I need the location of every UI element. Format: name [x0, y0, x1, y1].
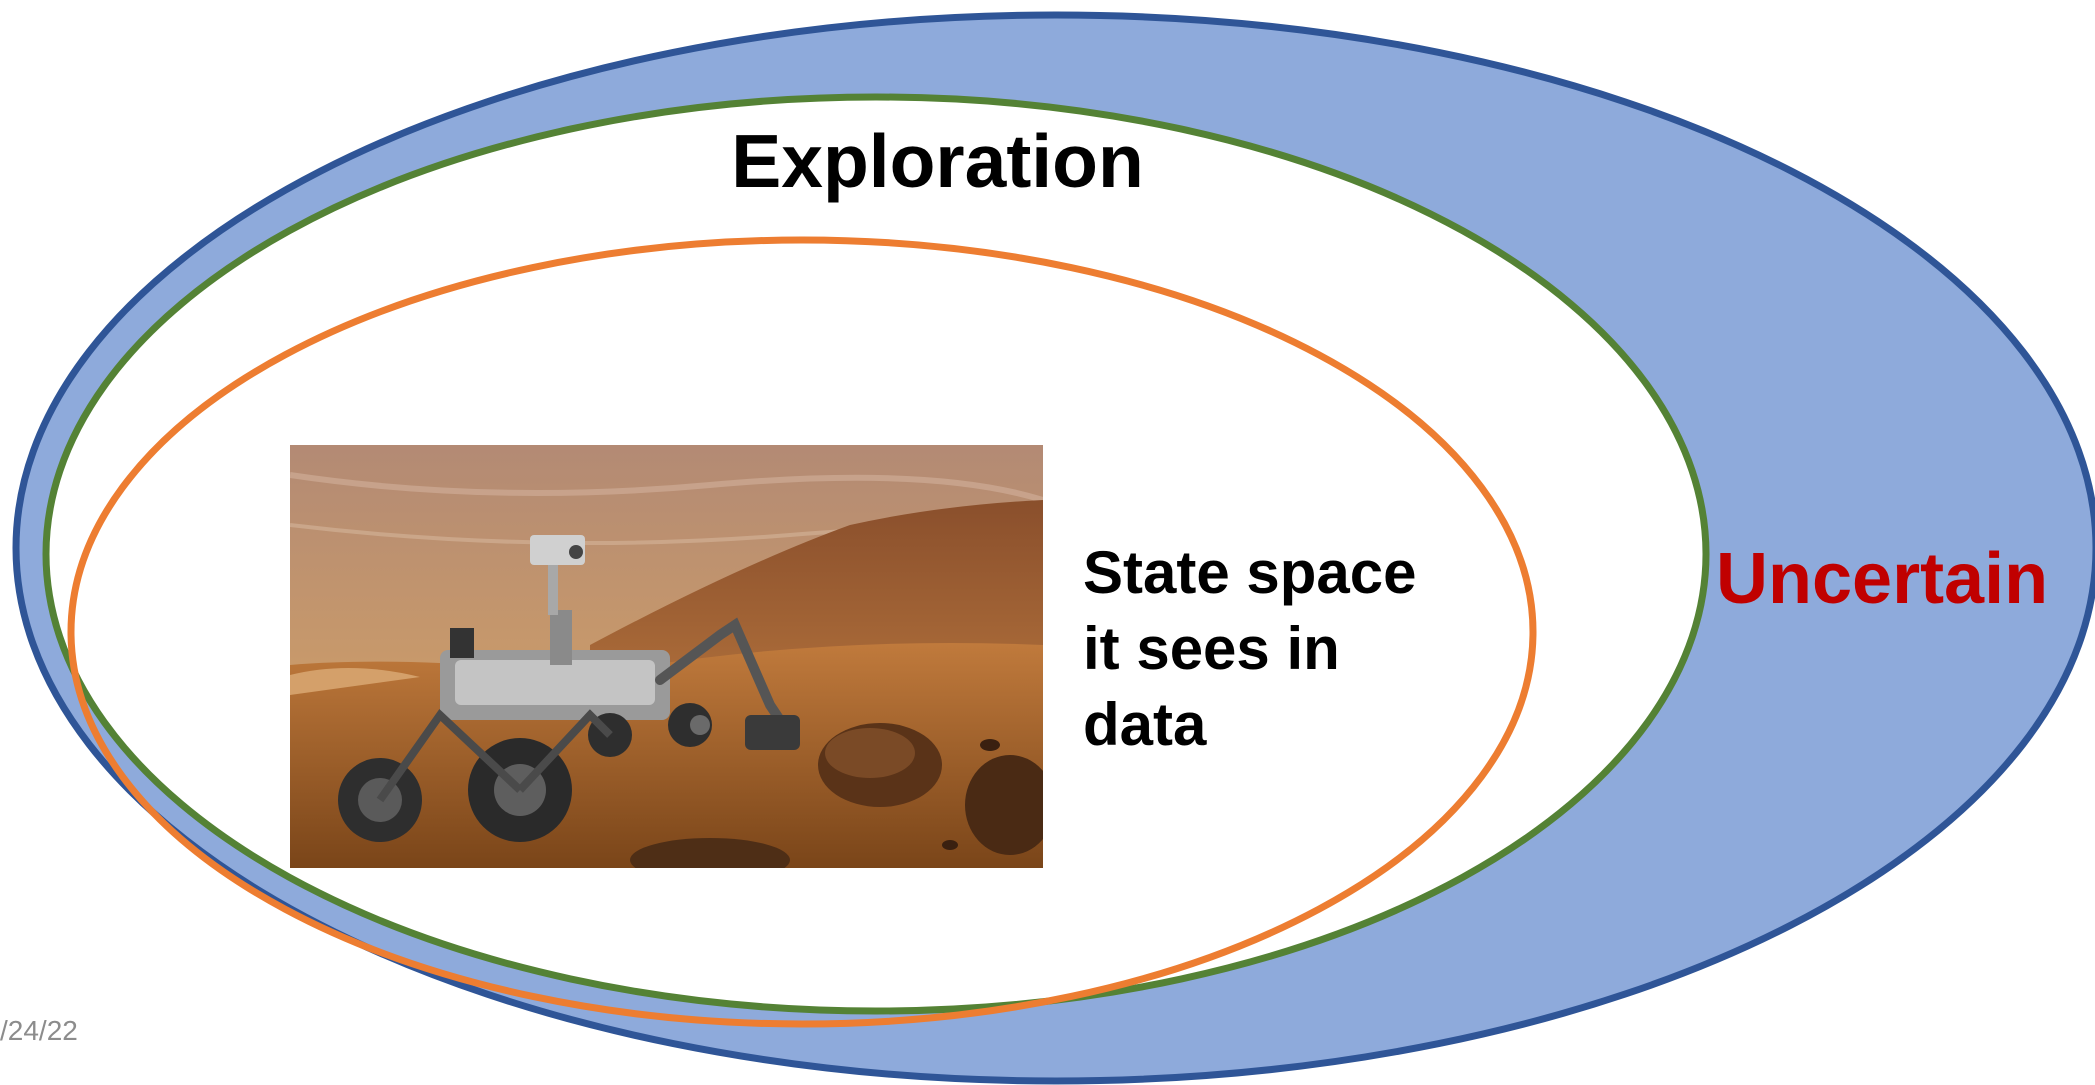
state-space-label-line-2: it sees in	[1083, 615, 1340, 682]
slide-date: /24/22	[0, 1015, 78, 1046]
state-space-label-line-3: data	[1083, 691, 1207, 758]
exploration-label: Exploration	[731, 119, 1144, 203]
state-space-region	[67, 236, 1537, 1028]
state-space-label-line-1: State space	[1083, 539, 1417, 606]
uncertain-label: Uncertain	[1716, 539, 2049, 619]
state-space-label: State space it sees in data	[1083, 535, 1417, 763]
mars-rover-photo	[290, 445, 1043, 868]
